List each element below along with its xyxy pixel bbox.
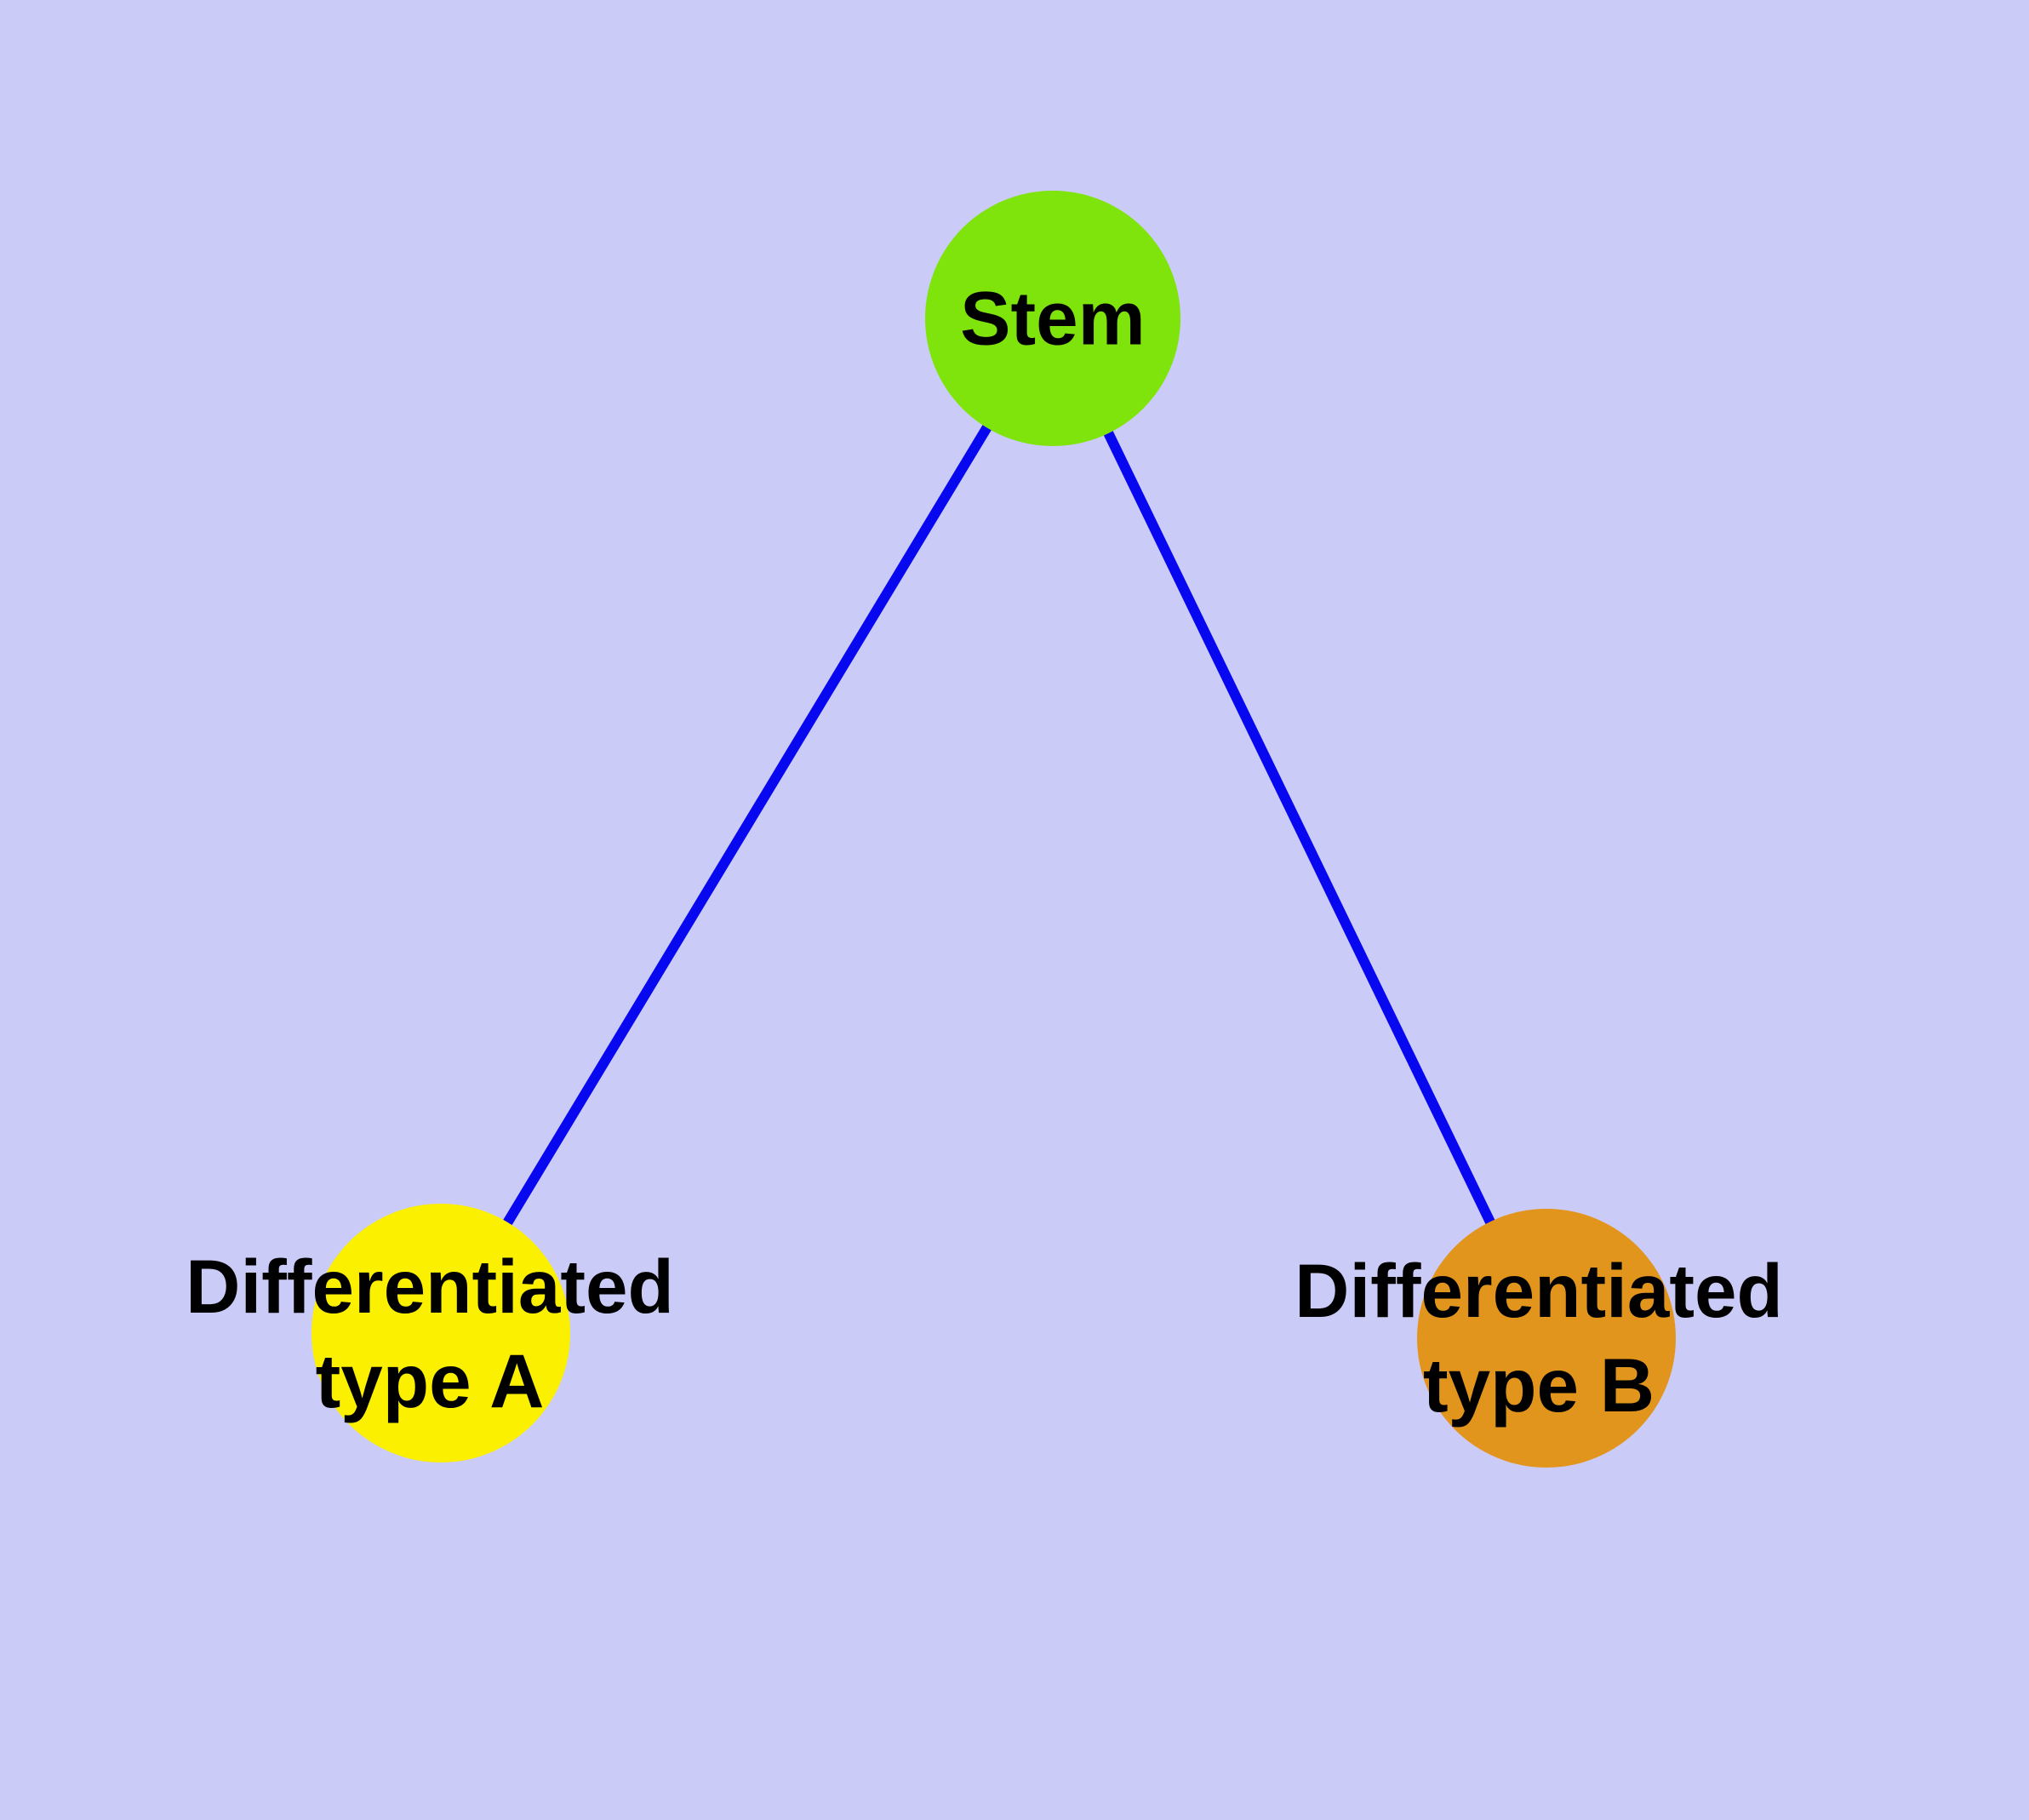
- node-differentiated-type-a: [311, 1204, 570, 1462]
- node-label-stem: Stem: [960, 272, 1146, 366]
- node-label-line: type B: [1422, 1342, 1655, 1428]
- edge-stem-to-type-a: [436, 315, 1058, 1336]
- node-label-line: Differentiated: [1295, 1248, 1783, 1333]
- node-label-line: type A: [315, 1338, 545, 1423]
- node-stem: [925, 191, 1180, 446]
- node-label-line: Differentiated: [186, 1244, 674, 1329]
- node-differentiated-type-b: [1417, 1209, 1676, 1468]
- edge-stem-to-type-b: [1048, 316, 1552, 1341]
- node-label-line: Stem: [960, 275, 1146, 361]
- node-label-differentiated-type-a: Differentiated type A: [186, 1239, 674, 1428]
- node-label-differentiated-type-b: Differentiated type B: [1295, 1244, 1783, 1433]
